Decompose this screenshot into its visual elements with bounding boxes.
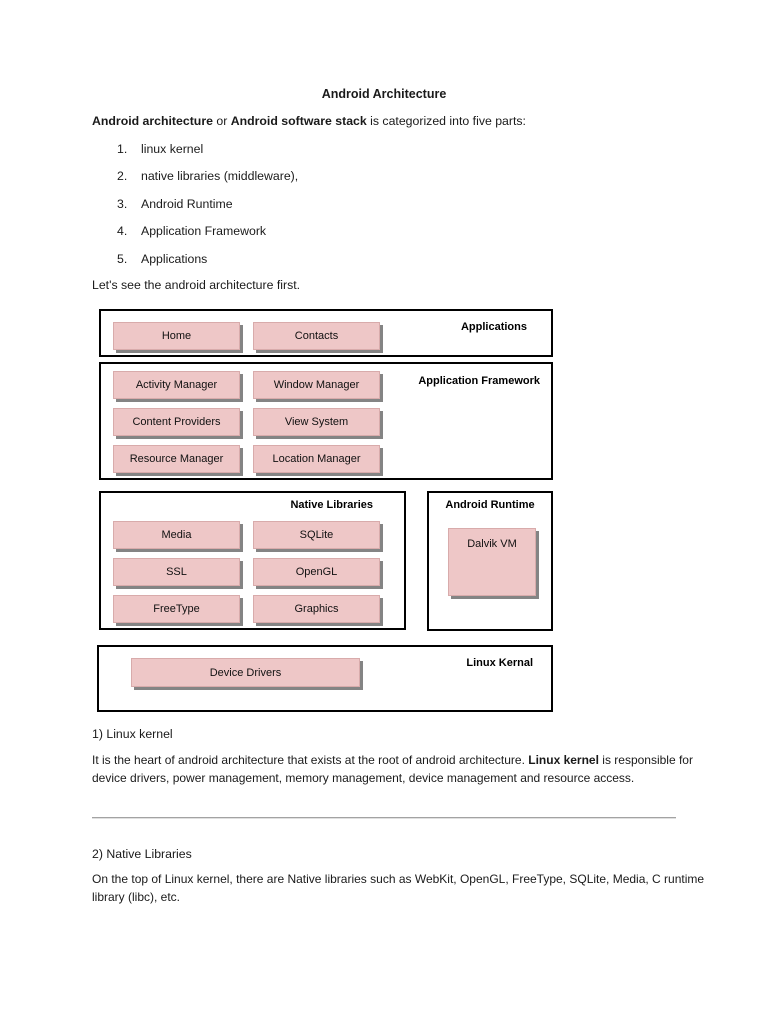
android-runtime-layer-label: Android Runtime: [445, 499, 535, 511]
resource-manager-block: Resource Manager: [113, 445, 240, 473]
list-item-label: linux kernel: [141, 142, 204, 156]
location-manager-block: Location Manager: [253, 445, 380, 473]
section-1-bold-linux-kernel: Linux kernel: [528, 753, 599, 767]
activity-manager-block: Activity Manager: [113, 371, 240, 399]
list-item: 3. Android Runtime: [117, 197, 298, 224]
home-block: Home: [113, 322, 240, 350]
page-title: Android Architecture: [321, 87, 447, 101]
native-libraries-layer-box: Native Libraries Media SQLite SSL OpenGL…: [99, 491, 406, 630]
applications-layer-box: Home Contacts Applications: [99, 309, 553, 357]
list-item-number: 1.: [117, 142, 128, 156]
intro-separator: or: [212, 114, 231, 128]
list-item-label: native libraries (middleware),: [141, 169, 299, 184]
lead-in-text: Let's see the android architecture first…: [92, 278, 301, 292]
view-system-block: View System: [253, 408, 380, 436]
ordered-list: 1. linux kernel 2. native libraries (mid…: [117, 142, 298, 279]
native-libraries-layer-label: Native Libraries: [290, 499, 373, 511]
window-manager-block: Window Manager: [253, 371, 380, 399]
list-item-label: Applications: [141, 251, 208, 266]
linux-kernel-layer-label: Linux Kernal: [466, 657, 533, 669]
section-1-text-start: It is the heart of android architecture …: [92, 753, 529, 767]
horizontal-rule: [92, 817, 676, 819]
section-2-paragraph: On the top of Linux kernel, there are Na…: [92, 872, 705, 905]
media-block: Media: [113, 521, 240, 549]
application-framework-layer-label: Application Framework: [418, 375, 540, 387]
graphics-block: Graphics: [253, 595, 380, 623]
application-framework-layer-box: Activity Manager Window Manager Content …: [99, 362, 553, 480]
list-item-number: 4.: [117, 224, 128, 239]
intro-rest: is categorized into five parts:: [366, 114, 526, 128]
intro-bold-software-stack: Android software stack: [230, 114, 367, 128]
section-1-text-end: is responsible for device drivers, power…: [92, 753, 693, 786]
list-item-label: Application Framework: [141, 224, 267, 239]
list-item-number: 3.: [117, 196, 128, 211]
dalvik-vm-block: Dalvik VM: [448, 528, 536, 596]
intro-paragraph: Android architecture or Android software…: [92, 114, 712, 128]
device-drivers-block: Device Drivers: [131, 658, 360, 687]
freetype-block: FreeType: [113, 595, 240, 623]
section-2-heading: 2) Native Libraries: [92, 847, 192, 861]
list-item-number: 5.: [117, 251, 128, 266]
list-item-label: Android Runtime: [141, 196, 233, 211]
ssl-block: SSL: [113, 558, 240, 586]
applications-layer-label: Applications: [460, 321, 527, 333]
list-item: 2. native libraries (middleware),: [117, 169, 298, 196]
list-item: 4. Application Framework: [117, 224, 298, 251]
opengl-block: OpenGL: [253, 558, 380, 586]
list-item-number: 2.: [117, 169, 128, 184]
android-runtime-layer-box: Android Runtime Dalvik VM: [427, 491, 553, 631]
list-item: 1. linux kernel: [117, 142, 298, 169]
linux-kernel-layer-box: Device Drivers Linux Kernal: [97, 645, 553, 712]
contacts-block: Contacts: [253, 322, 380, 350]
sqlite-block: SQLite: [253, 521, 380, 549]
section-1-heading: 1) Linux kernel: [92, 727, 173, 741]
list-item: 5. Applications: [117, 252, 298, 279]
section-1-paragraph: It is the heart of android architecture …: [92, 751, 706, 788]
intro-bold-android-architecture: Android architecture: [92, 114, 213, 128]
android-architecture-diagram: Home Contacts Applications Activity Mana…: [97, 309, 555, 713]
content-providers-block: Content Providers: [113, 408, 240, 436]
